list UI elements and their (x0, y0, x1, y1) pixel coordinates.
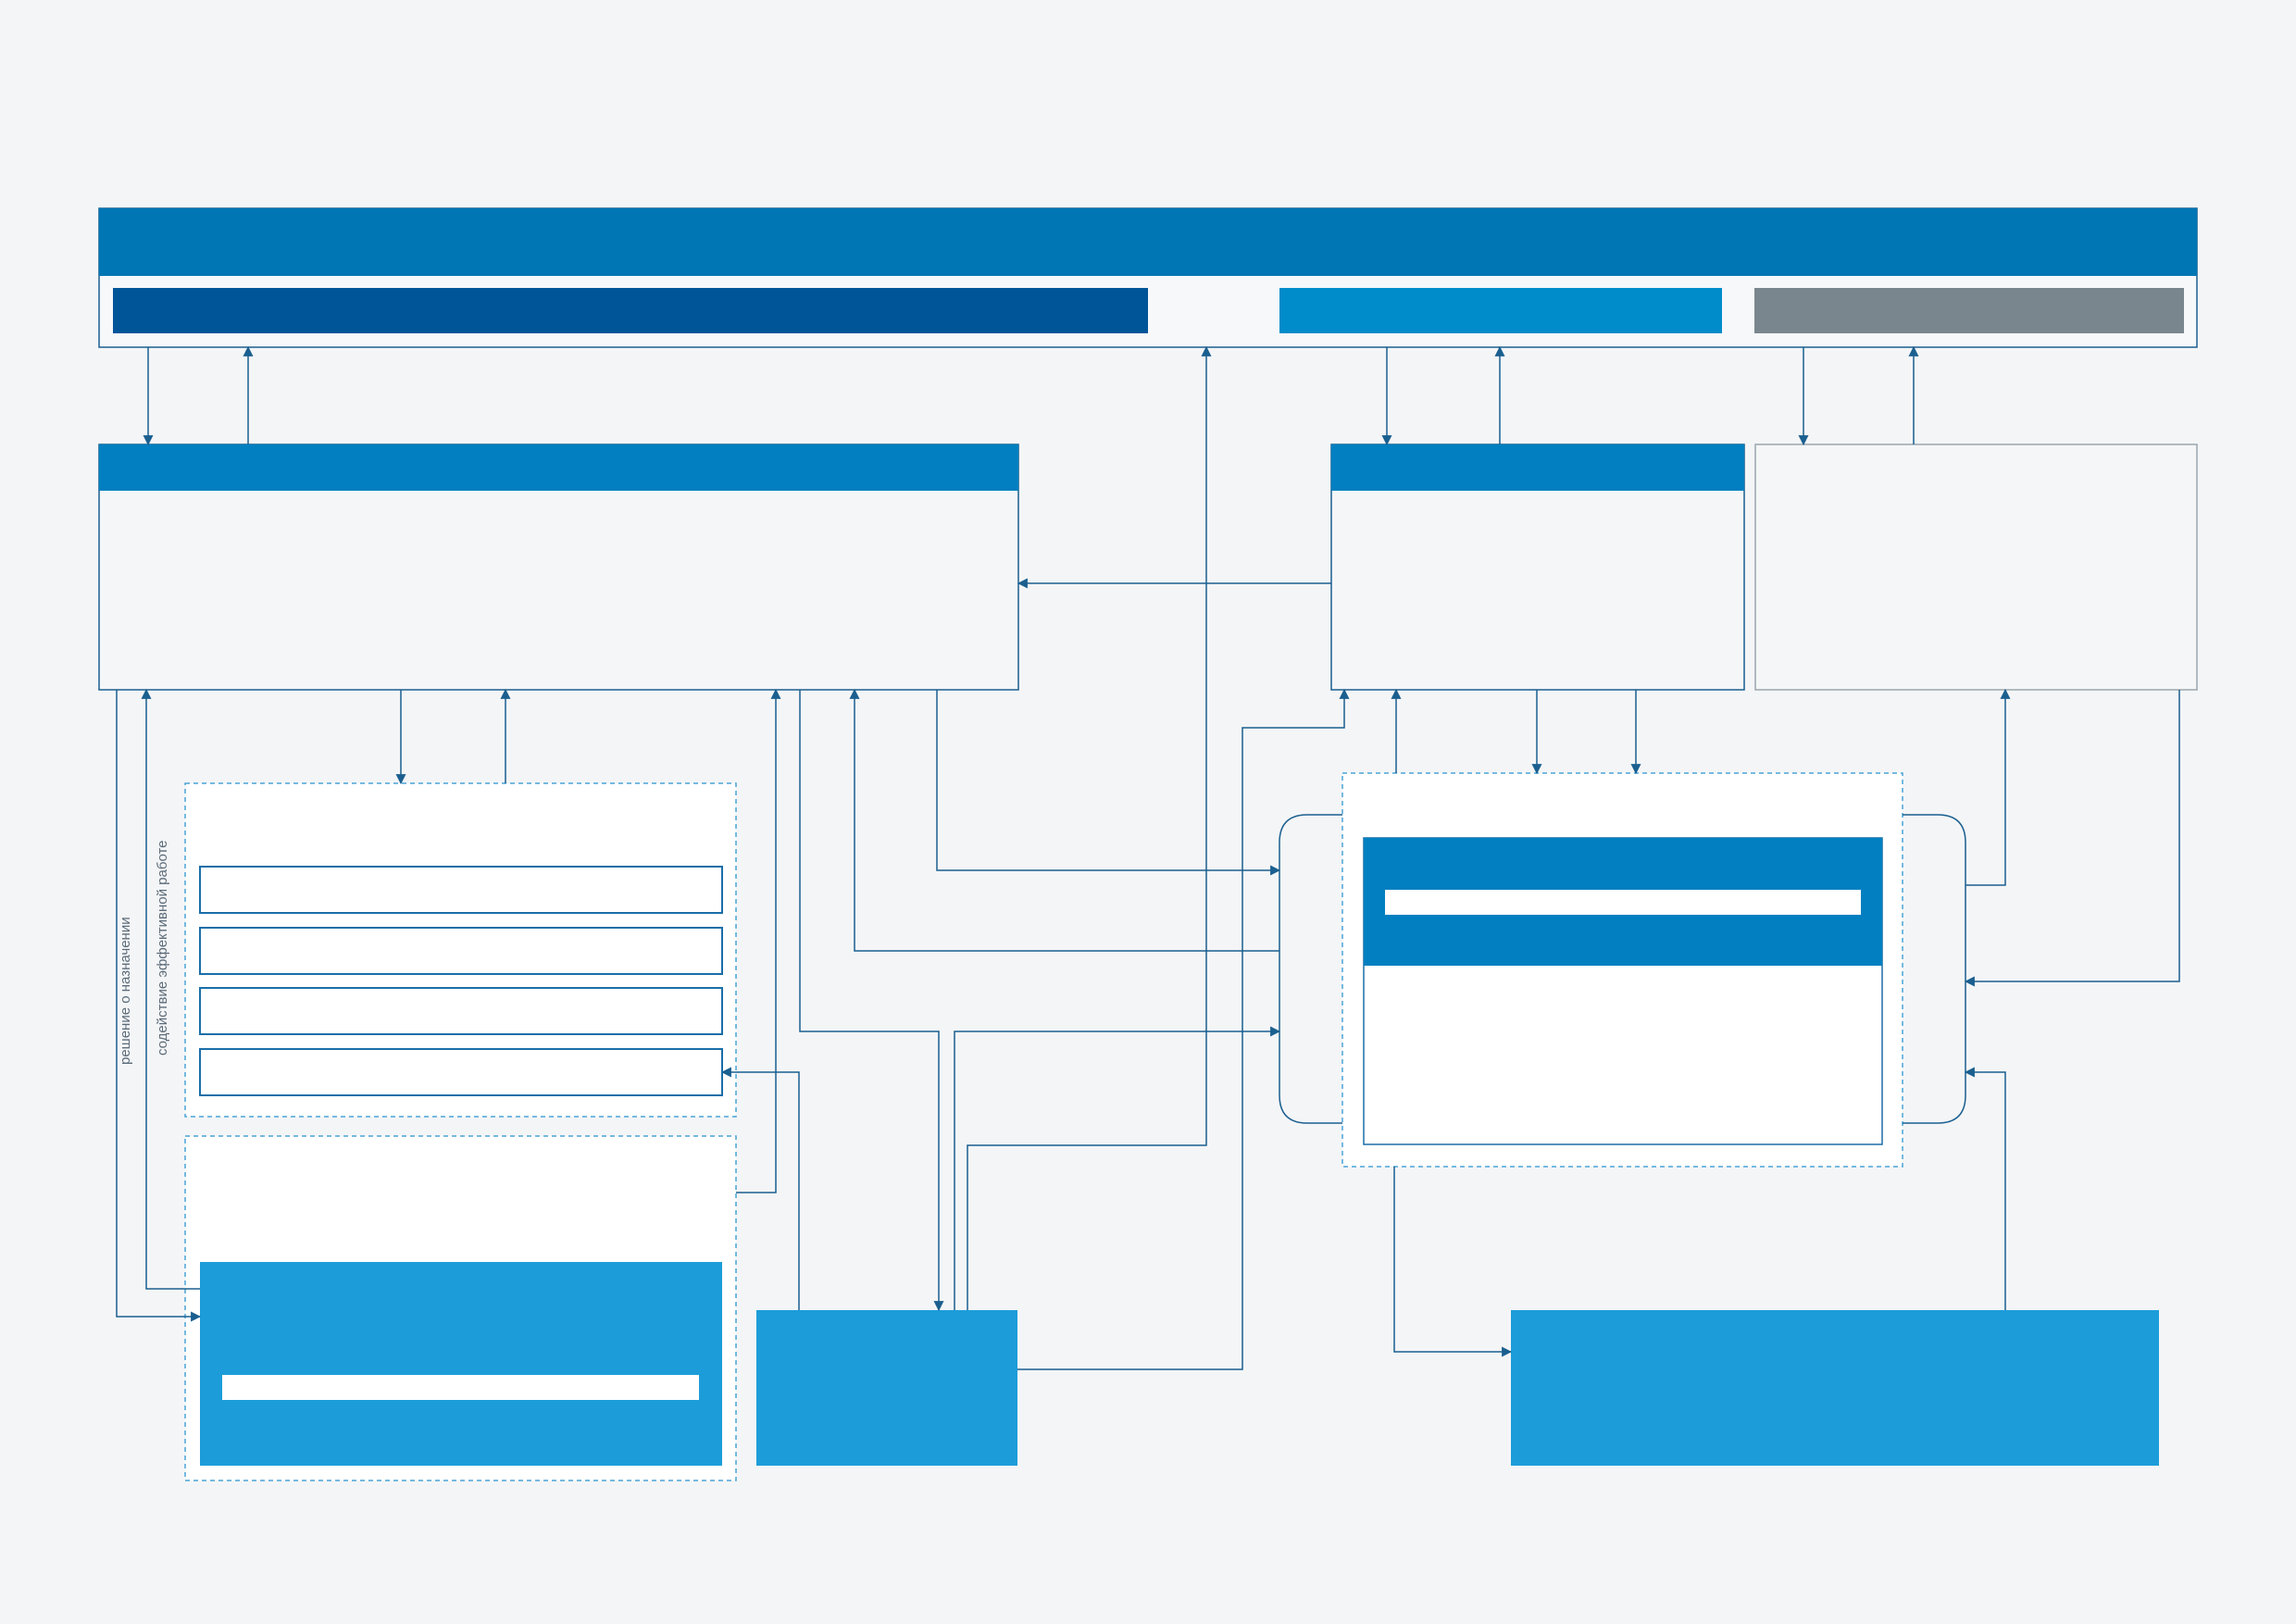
top-header-bar (99, 208, 2197, 276)
arrow-right-group-to-grey (1965, 688, 2011, 886)
right-grey-block (1754, 443, 2198, 691)
left-bottom-white-bar (222, 1375, 699, 1400)
top-subbar-dark-blue (113, 288, 1148, 333)
list-box-3 (199, 987, 723, 1035)
list-box-4 (199, 1048, 723, 1096)
right-bottom-blue-block (1511, 1310, 2159, 1466)
right-group-left-bracket (1279, 814, 1342, 1124)
center-bottom-blue-block (756, 1310, 1017, 1466)
arrow-center-bottom-to-center-block (1017, 688, 1350, 1370)
arrow-bottom-panel-to-left-main (141, 688, 200, 1290)
arrow-grey-to-right-group (1964, 690, 2180, 987)
top-subbar-bright-blue (1279, 288, 1722, 333)
arrow-center-bottom-to-top (967, 345, 1212, 1310)
left-main-block-header (99, 444, 1018, 491)
arrow-left-main-to-center-bottom (799, 690, 944, 1312)
arrow-right-bottom-to-right-group (1964, 1067, 2006, 1310)
left-bottom-blue-panel (200, 1262, 722, 1466)
top-subbar-grey (1754, 288, 2184, 333)
arrow-bottom-group-to-left-main (736, 688, 781, 1193)
arrow-right-group-to-left-main (849, 688, 1279, 952)
center-block-header (1331, 444, 1744, 491)
arrow-right-group-to-right-bottom (1393, 1167, 1513, 1357)
list-box-1 (199, 866, 723, 914)
left-label-effective-work: содействие эффективной работе (155, 840, 170, 1056)
arrow-center-bottom-to-list-box-4 (720, 1067, 800, 1310)
right-group-right-bracket (1903, 814, 1966, 1124)
list-box-2 (199, 927, 723, 975)
right-inner-white-bar (1385, 890, 1861, 915)
arrow-left-main-to-bottom-panel (116, 690, 202, 1322)
arrow-center-bottom-to-right-group (954, 1026, 1281, 1310)
left-label-decision: решение о назначении (118, 917, 133, 1065)
arrow-left-main-to-right-group (936, 690, 1281, 876)
connectors (116, 345, 2180, 1370)
